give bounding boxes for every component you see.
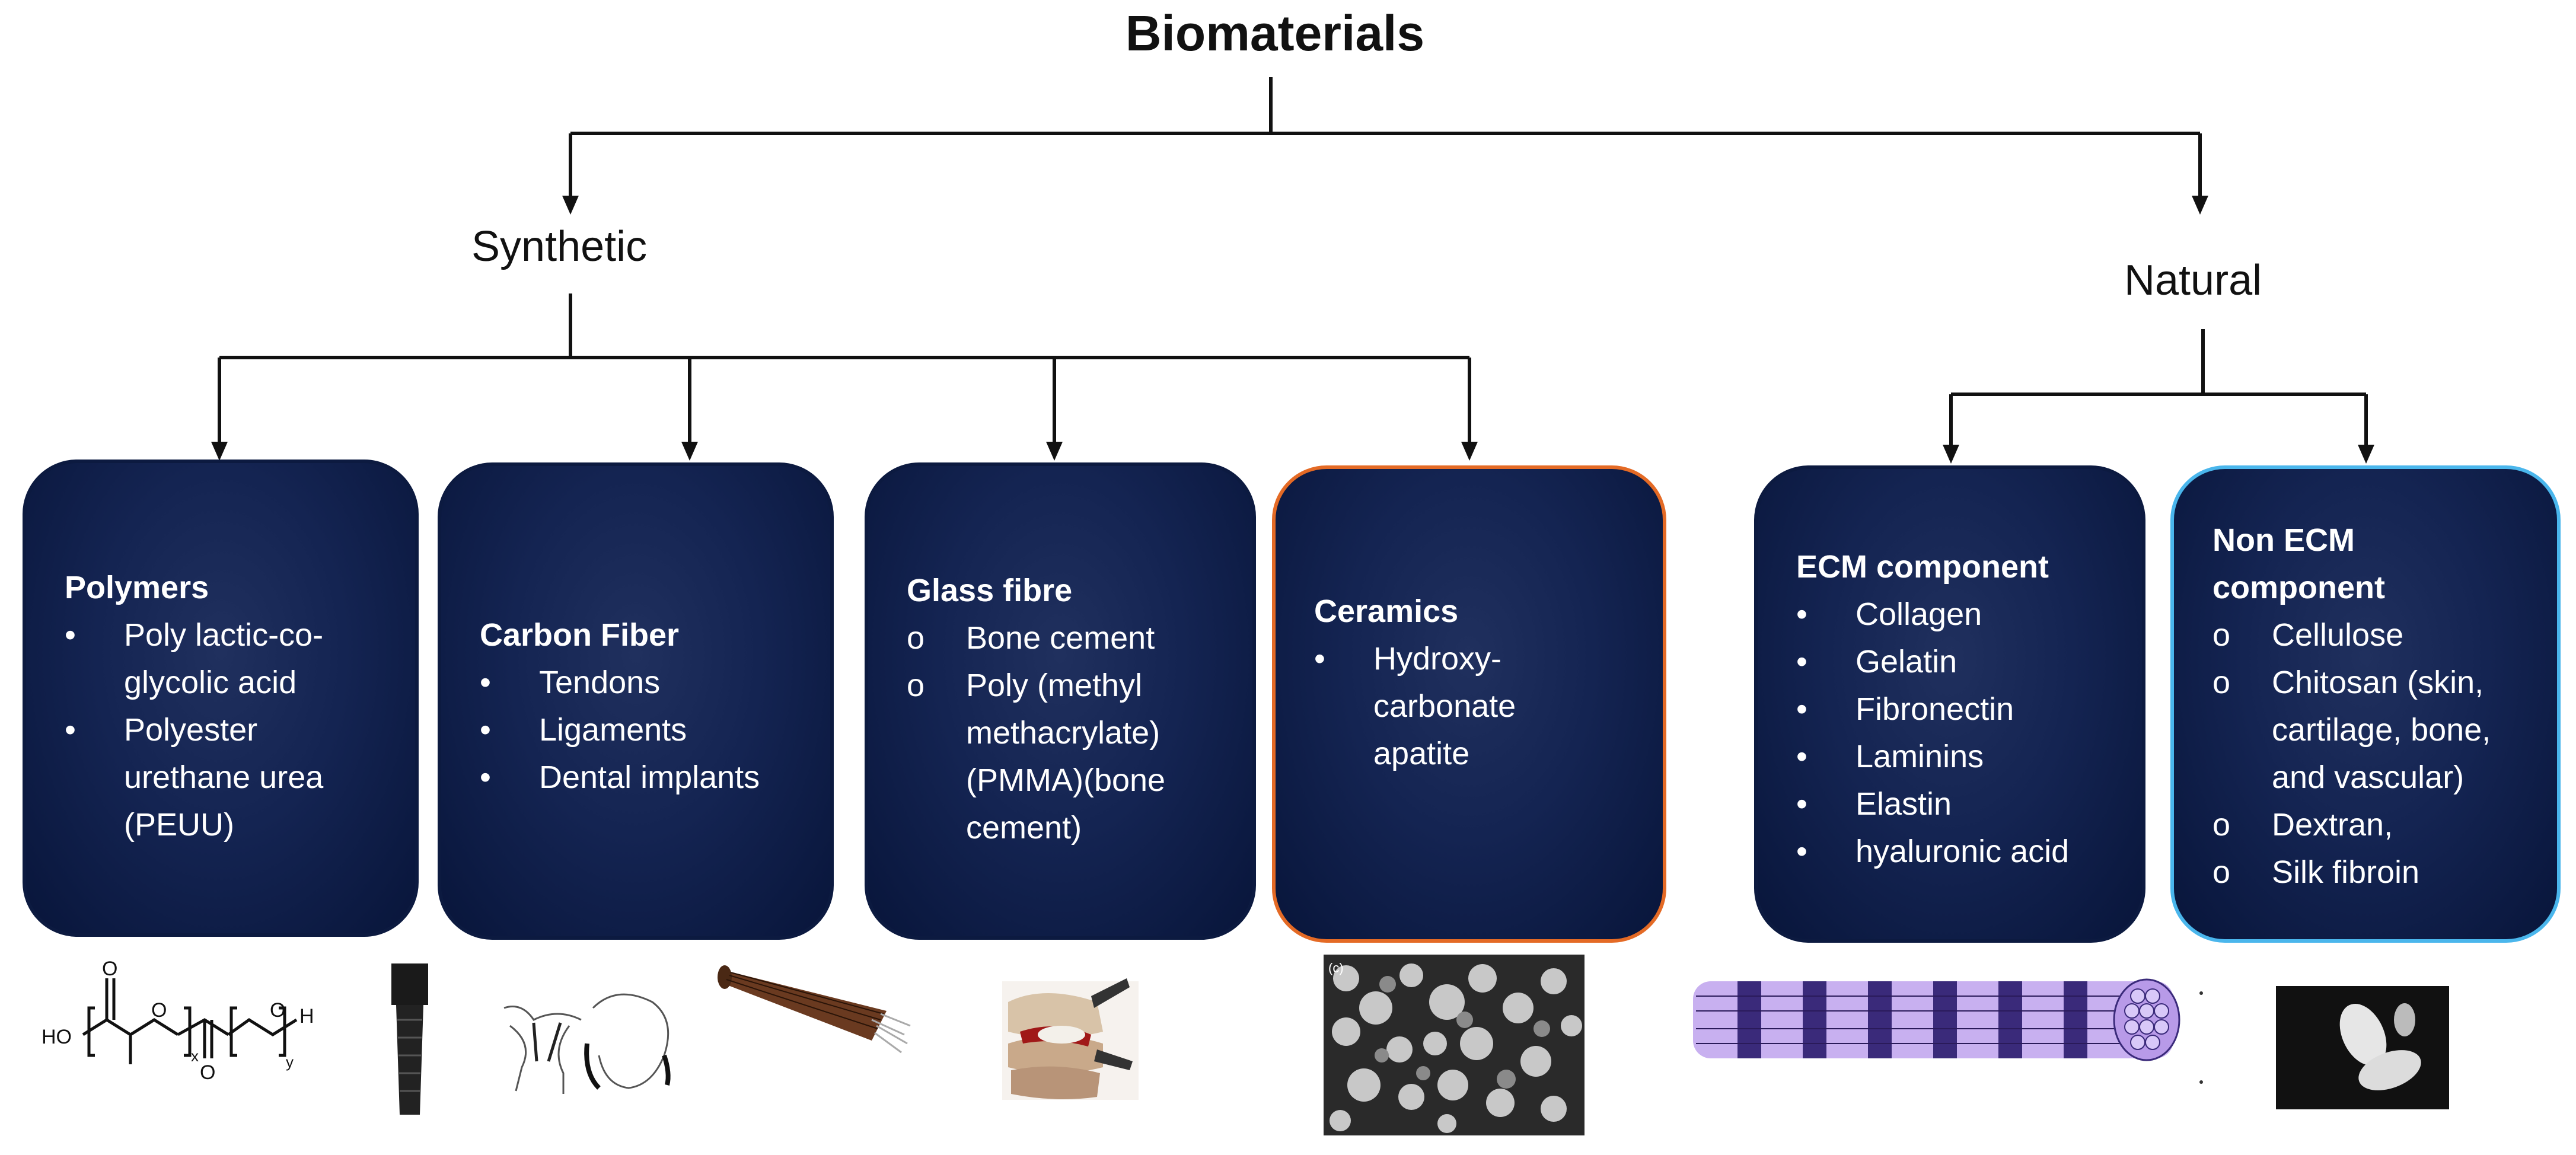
ligament-sketch-image [503,993,671,1094]
list-item: •Laminins [1796,739,1984,774]
arrowheads [211,196,2374,464]
glass-fibre-heading: Glass fibre [907,573,1073,608]
list-item: glycolic acid [124,665,297,700]
natural-branch-label: Natural [2124,257,2262,304]
ecm-component-list: •Collagen •Gelatin •Fibronectin •Laminin… [1796,591,2136,875]
carbon-fiber-heading: Carbon Fiber [480,617,680,653]
list-item: •hyaluronic acid [1796,834,2070,869]
carbon-fiber-card: Carbon Fiber •Tendons •Ligaments •Dental… [438,462,834,940]
list-item: urethane urea [124,760,324,795]
spine-bone-cement-image [1002,978,1139,1100]
oxygen-label-1: O [102,958,117,980]
list-item: (PMMA)(bone [966,762,1166,798]
list-item: cement) [966,810,1082,845]
oxygen-label-2: O [151,999,167,1022]
list-item: methacrylate) [966,715,1161,751]
ecm-component-card: ECM component •Collagen •Gelatin •Fibron… [1754,465,2145,943]
ceramics-heading: Ceramics [1314,594,1459,629]
h-label: H [299,1005,314,1028]
polymers-card: Polymers •Poly lactic-co- glycolic acid … [23,460,419,937]
carbon-fiber-bundle-image [718,965,911,1054]
list-item: •Ligaments [480,712,687,748]
list-item: •Poly lactic-co- [65,617,324,653]
list-item: •Polyester [65,712,258,748]
x-subscript: x [191,1047,199,1065]
ceramics-list: •Hydroxy- carbonate apatite [1314,635,1657,777]
y-subscript: y [286,1053,294,1071]
tree-lines [218,77,2368,448]
silk-fibroin-image [2276,986,2449,1109]
synthetic-branch-label: Synthetic [471,223,648,270]
carbon-fiber-list: •Tendons •Ligaments •Dental implants [480,659,824,801]
list-item: apatite [1373,736,1470,771]
ho-label: HO [42,1026,72,1048]
dental-implant-image [391,963,428,1115]
non-ecm-heading: Non ECM [2212,522,2355,558]
ceramics-card: Ceramics •Hydroxy- carbonate apatite [1272,465,1666,943]
plga-structure-labels: HO O O O O x y H [42,958,314,1084]
list-item: (PEUU) [124,807,234,843]
polymers-heading: Polymers [65,570,209,605]
list-item: •Tendons [480,665,661,700]
diagram-title: Biomaterials [1125,5,1425,61]
collagen-fiber-image [1693,978,2203,1084]
list-item: •Fibronectin [1796,691,2014,727]
non-ecm-heading-line-2: component [2212,570,2385,605]
polymers-list: •Poly lactic-co- glycolic acid •Polyeste… [65,611,409,848]
list-item: •Gelatin [1796,644,1957,679]
plga-structure-image [82,978,298,1064]
list-item: and vascular) [2272,760,2465,795]
ecm-component-heading: ECM component [1796,549,2049,585]
oxygen-label-3: O [200,1061,215,1084]
list-item: carbonate [1373,688,1516,724]
list-item: •Hydroxy- [1314,641,1502,677]
list-item: •Elastin [1796,786,1952,822]
sem-panel-label: (c) [1328,961,1344,975]
list-item: cartilage, bone, [2272,712,2491,748]
list-item: •Dental implants [480,760,760,795]
oxygen-label-4: O [270,999,285,1022]
sem-micrograph-image: (c) [1324,955,1585,1135]
list-item: •Collagen [1796,596,1982,632]
